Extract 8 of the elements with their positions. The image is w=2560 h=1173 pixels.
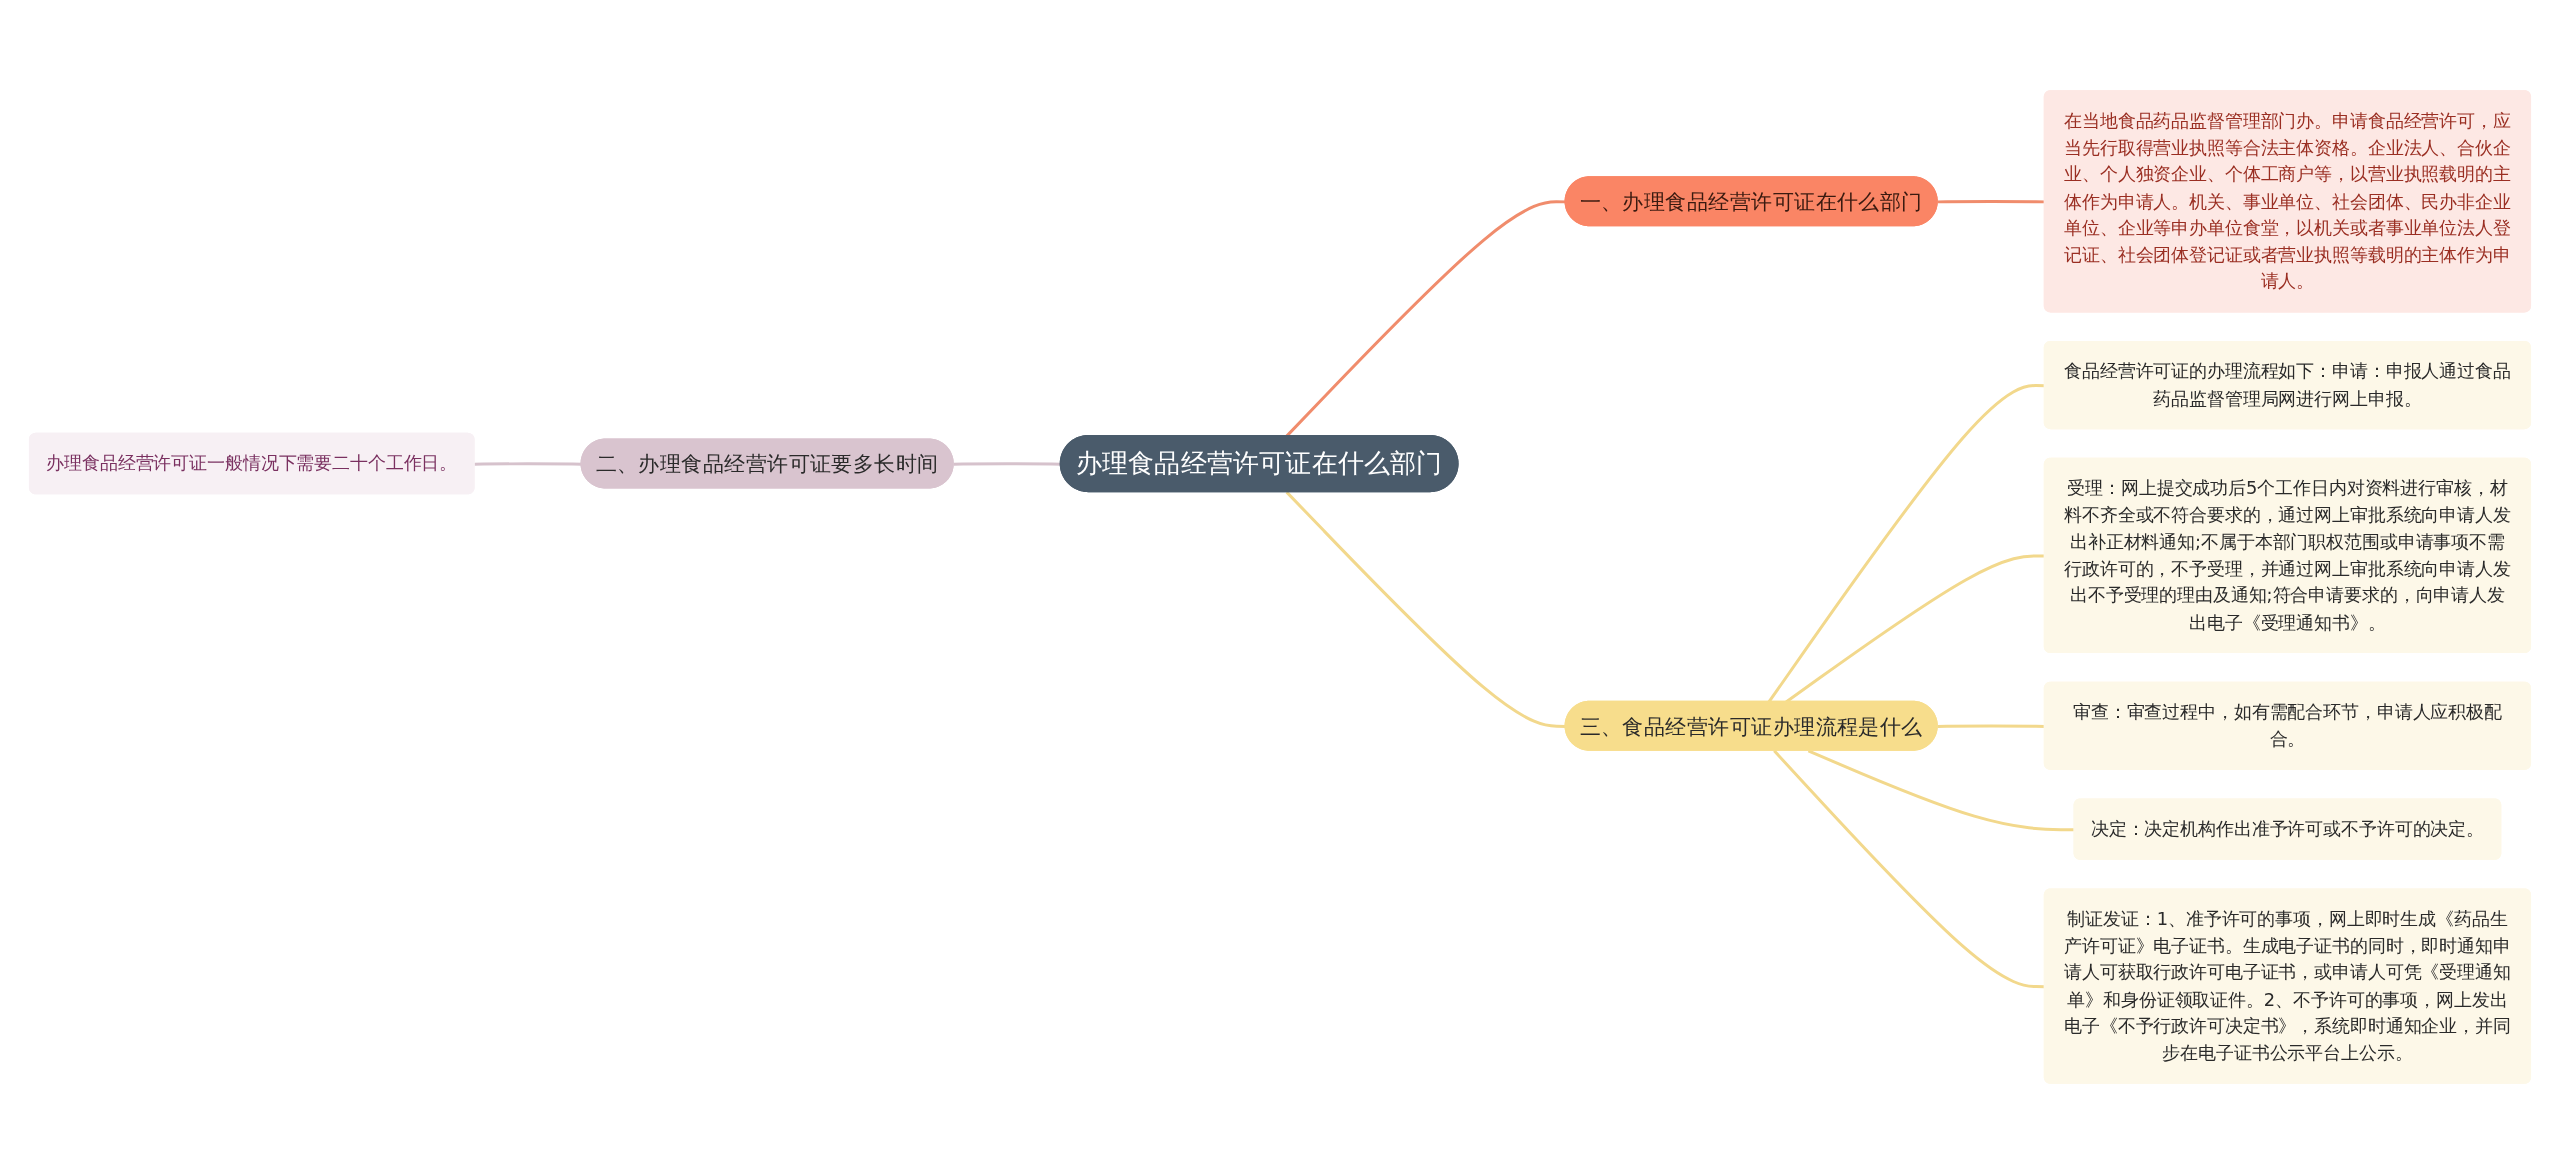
connector (1285, 199, 1566, 437)
connector (1285, 490, 1566, 728)
connector (474, 461, 582, 466)
connector (1937, 199, 2045, 203)
connector (1937, 724, 2045, 728)
connector (1807, 748, 2075, 831)
connector (953, 461, 1061, 466)
connector (1773, 749, 2045, 988)
